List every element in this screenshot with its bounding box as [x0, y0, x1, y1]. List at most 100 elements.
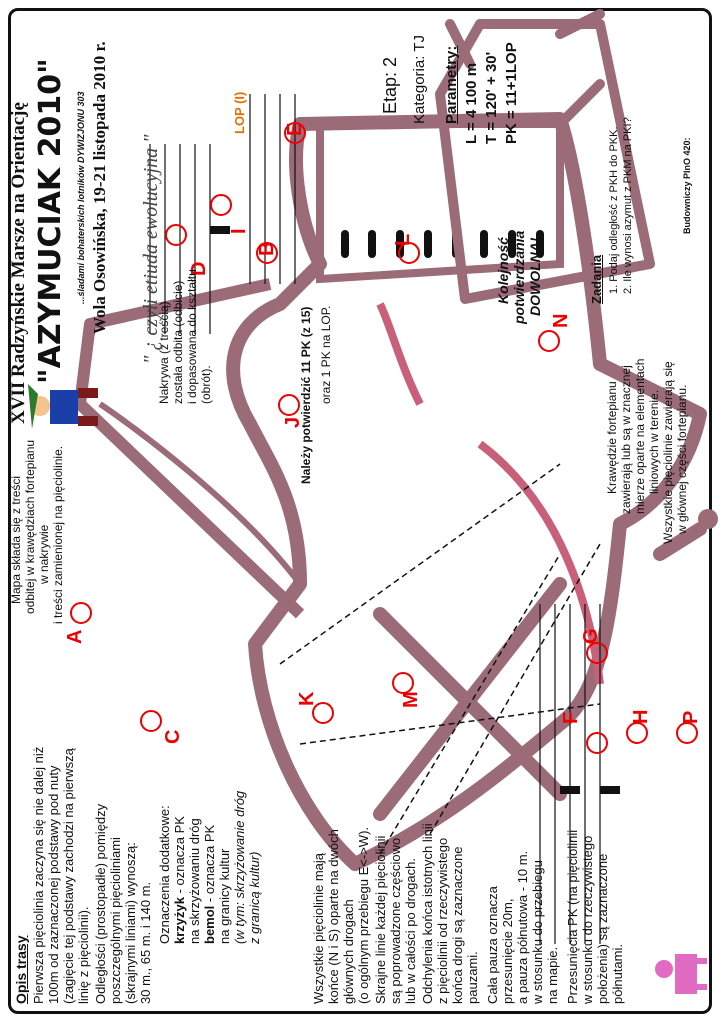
piano-lid-inner	[98, 401, 303, 586]
edges-line-4: liniowych w terenie.	[647, 389, 661, 494]
map-note-1: Mapa składa się z treści	[9, 475, 23, 604]
piano-bench	[435, 19, 655, 304]
category: Kategoria: TJ	[411, 35, 428, 124]
main-title: "AZYMUCIAK 2010"	[33, 58, 68, 384]
edges-line-2: zawierają lub są w znacznej	[619, 365, 633, 514]
dashed-roads	[279, 463, 601, 855]
course-p8-1: Przesunięcia PK (na pięciolinii	[565, 829, 580, 1004]
pk-label-l: L	[392, 233, 414, 246]
course-p1-2: 100m od zaznaczonej podstawy pod nuty	[46, 765, 61, 1005]
rest-whole-1	[600, 786, 620, 794]
course-p8-3: położenia) są zaznaczone	[595, 853, 610, 1004]
pk-a	[70, 602, 92, 624]
pk-label-b: B	[256, 241, 278, 256]
pk-label-h: H	[630, 709, 652, 724]
pk-i	[210, 194, 232, 216]
order-line-1: Kolejność	[495, 237, 511, 304]
course-p3-3: na skrzyżowaniu dróg	[187, 818, 202, 944]
course-p7-2: przesunięcie 20m,	[500, 898, 515, 1005]
course-p2-3: (skrajnymi liniami) wynoszą:	[123, 842, 138, 1004]
course-setter: Budowniczy PInO 420:	[682, 137, 692, 234]
parameters-heading: Parametry:	[443, 45, 460, 124]
pink-accent-2	[376, 302, 424, 406]
stave-1	[539, 604, 601, 944]
course-p5-2: są poprowadzone częściowo	[388, 837, 403, 1004]
confirm-note: Należy potwierdzić 11 PK (z 15)	[299, 306, 313, 484]
pk-label-n: N	[550, 313, 572, 328]
param-t: T = 120' + 30'	[483, 51, 500, 144]
edges-line-5: Wszystkie pięciolinie zawierają się	[661, 361, 675, 544]
pk-label-g: G	[580, 628, 602, 644]
pk-h	[626, 722, 648, 744]
bench-legs	[445, 9, 605, 129]
course-heading: Opis trasy	[13, 935, 29, 1004]
course-p1-3: (zagięcie tej podstawy zachodzi na pierw…	[61, 748, 76, 1004]
course-p6-2: z pięciolinii od rzeczywistego	[435, 837, 450, 1004]
stave-2	[149, 144, 211, 334]
course-p8-2: w stosunku do rzeczywistego	[580, 835, 595, 1004]
task-2: 2. Ile wynosi azymut z PKM na PKI?	[622, 117, 634, 294]
stave-3	[249, 94, 296, 284]
pk-label-c: C	[162, 729, 184, 744]
lid-note-4: (obrót).	[199, 365, 213, 404]
pk-label-a: A	[64, 629, 86, 644]
subtitle: ...śladami bohaterskich lotników DYWIZJO…	[76, 91, 86, 304]
pk-j	[278, 394, 300, 416]
pk-c	[140, 710, 162, 732]
course-p6-3: końca drogi są zaznaczone	[450, 846, 465, 1004]
rest-half	[560, 786, 580, 794]
course-p2-2: poszczególnymi pięcioliniami	[108, 837, 123, 1004]
map-note-3: w nakrywie	[37, 524, 51, 584]
course-p4-2: końce (N i S) oparte na dwóch	[326, 829, 341, 1004]
param-l: L = 4 100 m	[463, 62, 480, 144]
lid-note-3: i dopasowana do kształtu	[185, 269, 199, 404]
course-p1-4: linię z pięciolinii).	[76, 906, 91, 1004]
map-note-2: odbitej w krawędziach fortepianu	[23, 439, 37, 614]
edges-line-3: mierze oparte na elementach	[633, 358, 647, 514]
course-p7-1: Cała pauza oznacza	[485, 886, 500, 1004]
lid-note-2: została odbita (odbicie)	[171, 280, 185, 404]
course-p3-4: bemol - oznacza PK	[202, 824, 217, 944]
course-p2-1: Odległości (prostopadłe) pomiędzy	[93, 803, 108, 1004]
course-p2-4: 30 m., 65 m. i 140 m.	[138, 881, 153, 1004]
edges-line-1: Krawędzie fortepianu	[605, 381, 619, 494]
pk-n	[538, 330, 560, 352]
pk-label-p: P	[680, 710, 702, 724]
course-p4-3: głównych drogach	[341, 899, 356, 1004]
piano-leg-foot	[698, 509, 718, 529]
param-pk: PK = 11+1LOP	[503, 42, 520, 144]
course-p3-7: z granicą kultur)	[247, 851, 262, 944]
pk-label-k: K	[296, 691, 318, 706]
lid-note-1: Nakrywa (z treścią)	[157, 301, 171, 404]
pk-label-m: M	[400, 691, 422, 708]
course-p5-1: Skrajne linie każdej pięciolinii	[373, 835, 388, 1004]
piano-leg-1	[653, 522, 707, 561]
task-1: 1. Podaj odległość z PKH do PKK.	[608, 126, 620, 294]
course-p5-3: lub w całości po drogach.	[403, 858, 418, 1004]
course-p4-4: (o ogólnym przebiegu E<->W).	[356, 826, 371, 1004]
course-p6-1: Odchylenia końca istotnych linii	[420, 823, 435, 1004]
order-line-2: potwierdzania	[511, 230, 527, 324]
stage: Etap: 2	[380, 56, 400, 114]
course-p4-1: Wszystkie pięciolinie mają	[311, 853, 326, 1004]
pk-p	[676, 722, 698, 744]
place-date: Wola Osowińska, 19-21 listopada 2010 r.	[90, 41, 109, 334]
order-line-3: DOWOLNA!	[527, 237, 543, 316]
pink-accent-1	[477, 440, 604, 685]
course-p7-5: na mapie.	[545, 946, 560, 1004]
pk-label-i: I	[228, 228, 250, 234]
course-p8-4: półnutami.	[610, 944, 625, 1004]
pk-d	[165, 224, 187, 246]
rest-whole-2	[210, 226, 230, 234]
course-p7-4: w stosunku do przebiegu	[530, 860, 545, 1004]
pk-f	[586, 732, 608, 754]
course-p6-4: pauzami.	[465, 951, 480, 1004]
course-p1-1: Pierwsza pięciolinia zaczyna się nie dal…	[31, 746, 46, 1004]
pilot-figure-icon	[28, 384, 98, 429]
pk-g	[586, 642, 608, 664]
course-p3-6: (w tym: skrzyżowanie dróg	[232, 790, 247, 944]
tasks-heading: Zadania	[589, 254, 604, 304]
